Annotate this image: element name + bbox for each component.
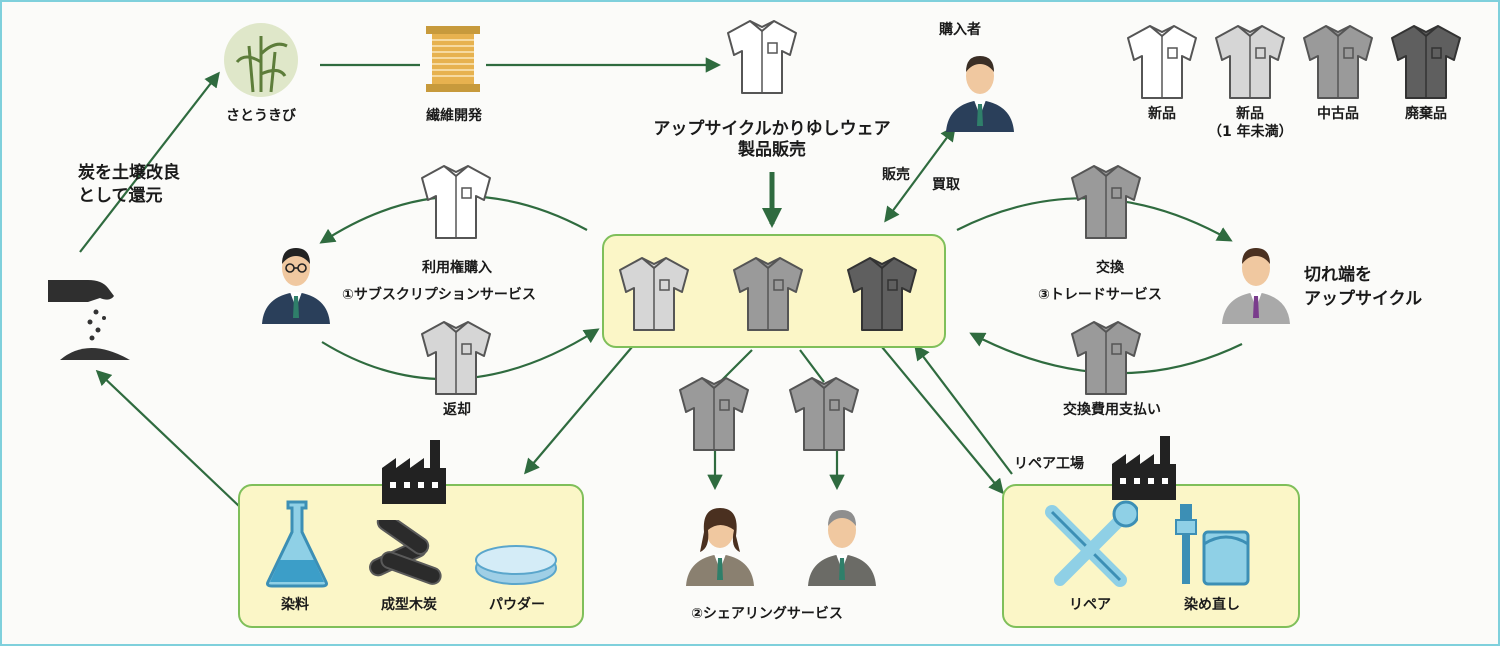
legend-shirt-waste [1388,22,1464,106]
legend-label-lt1y: 新品 （1 年未満） [1208,106,1293,141]
shirt-icon [418,162,494,246]
offcut-label: 切れ端を アップサイクル [1304,264,1422,312]
repair-item-repair: リペア [1069,597,1111,613]
charcoal-icon [364,512,450,594]
factory-icon [1108,434,1180,504]
return-label: 返却 [443,402,471,418]
shirt-icon [418,318,494,402]
legend-label-lt1y-main: 新品 [1236,106,1264,122]
person-icon [1216,238,1296,328]
recycle-item-dye: 染料 [281,597,309,613]
product-sale-line1: アップサイクルかりゆしウェア [653,119,891,139]
arrow-repair-box [914,344,1013,475]
arrow-box-recycle [524,346,633,475]
shirt-icon [1068,162,1144,246]
shirt-icon [730,254,806,338]
buyback-label: 買取 [932,177,960,193]
person-icon [940,46,1020,136]
subscription-purchase-label: 利用権購入 [422,260,492,276]
arrow-box-repair [881,346,1004,495]
legend-label-waste: 廃棄品 [1405,106,1447,122]
trade-exchange-label: 交換 [1096,260,1124,276]
tools-icon [1042,500,1140,594]
shirt-icon [676,374,752,458]
shirt-icon [1068,318,1144,402]
soil-line1: 炭を土壌改良 [78,163,180,183]
legend-shirt-used [1300,22,1376,106]
sugarcane-icon [223,22,299,102]
legend-shirt-lt1y [1212,22,1288,106]
person-icon [256,238,336,328]
recycle-item-charcoal: 成型木炭 [381,597,437,613]
legend-shirt-new [1124,22,1200,106]
arrow-soil-sugarcane [79,71,220,253]
legend-label-new: 新品 [1148,106,1176,122]
legend-label-used: 中古品 [1317,106,1359,122]
trade-service-label: ③トレードサービス [1038,287,1162,303]
legend: 新品 新品 （1 年未満） 中古品 廃棄品 [1120,22,1480,152]
person-icon [802,500,882,590]
soil-line2: として還元 [78,185,163,206]
repair-factory-label: リペア工場 [1014,456,1084,472]
trade-fee-label: 交換費用支払い [1063,402,1161,418]
shirt-icon [724,17,800,101]
shirt-icon [844,254,920,338]
recycle-item-powder: パウダー [489,597,545,613]
repair-item-redye: 染め直し [1184,597,1240,613]
offcut-line2: アップサイクル [1304,288,1423,309]
sugarcane-label: さとうきび [226,108,296,124]
arrow-recycle-soil [95,369,241,508]
legend-label-lt1y-sub: （1 年未満） [1208,123,1293,140]
factory-icon [378,438,450,508]
arrow-box-sharing1 [719,349,753,383]
powder-dish-icon [474,542,558,590]
product-sale-title: アップサイクルかりゆしウェア 製品販売 [622,119,922,162]
sharing-service-label: ②シェアリングサービス [691,606,843,622]
arrow-buyer-box [884,125,956,223]
buyer-label: 購入者 [939,22,981,38]
person-icon [680,500,760,590]
soil-hand-icon [44,272,136,368]
shirt-icon [786,374,862,458]
fiber-spool-icon [422,24,484,98]
product-sale-line2: 製品販売 [738,140,806,161]
flask-icon [264,498,330,592]
soil-return-label: 炭を土壌改良 として還元 [78,162,180,208]
paint-icon [1170,500,1254,594]
shirt-icon [616,254,692,338]
offcut-line1: 切れ端を [1304,265,1372,285]
subscription-service-label: ①サブスクリプションサービス [342,287,536,303]
sale-label: 販売 [882,167,910,183]
arrow-box-sharing2 [799,349,825,383]
fiber-label: 繊維開発 [426,108,482,124]
